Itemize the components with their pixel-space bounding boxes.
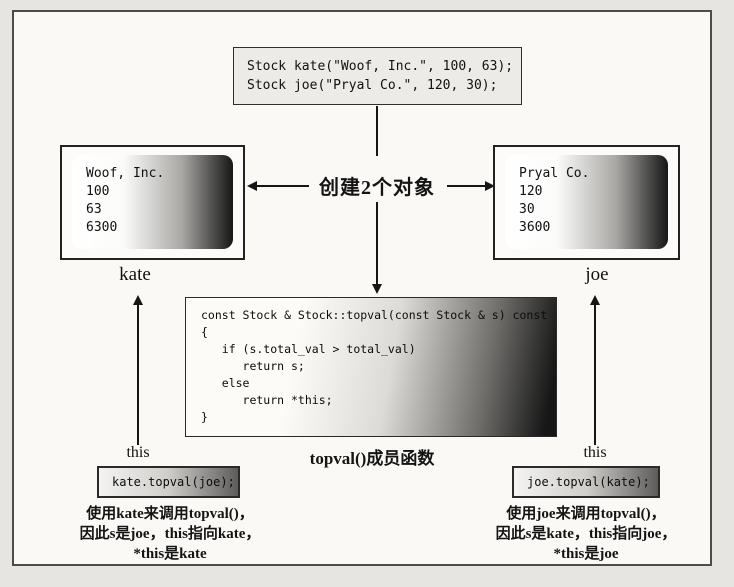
- arrow-left-icon: [257, 185, 309, 187]
- arrow-down-icon: [376, 202, 378, 285]
- topval-code-line: }: [201, 410, 208, 424]
- topval-function-box: const Stock & Stock::topval(const Stock …: [185, 297, 557, 437]
- left-note-line: 使用kate来调用topval()，: [86, 506, 254, 522]
- right-note-line: *this是joe: [553, 546, 619, 562]
- declaration-code-line: Stock joe("Pryal Co.", 120, 30);: [247, 78, 498, 93]
- connector-line: [376, 106, 378, 156]
- arrow-left-head-icon: [247, 181, 257, 191]
- topval-code-line: {: [201, 325, 208, 339]
- topval-code-line: return s;: [201, 359, 305, 373]
- topval-code-line: const Stock & Stock::topval(const Stock …: [201, 308, 548, 322]
- joe-call-code: joe.topval(kate);: [527, 475, 650, 489]
- left-note: 使用kate来调用topval()， 因此s是joe，this指向kate， *…: [40, 504, 300, 564]
- topval-code-line: return *this;: [201, 393, 333, 407]
- left-this-label: this: [126, 444, 150, 461]
- topval-code-line: if (s.total_val > total_val): [201, 342, 416, 356]
- kate-object-box: Woof, Inc. 100 63 6300: [60, 145, 245, 260]
- joe-object-card: Pryal Co. 120 30 3600: [505, 155, 668, 249]
- create-objects-label: 创建2个对象: [319, 177, 435, 199]
- arrow-up-head-icon: [133, 295, 143, 305]
- right-note-line: 使用joe来调用topval()，: [506, 506, 666, 522]
- left-note-line: 因此s是joe，this指向kate，: [79, 526, 261, 542]
- topval-code-line: else: [201, 376, 250, 390]
- joe-call-box: joe.topval(kate);: [512, 466, 660, 498]
- kate-card-line: 63: [86, 202, 102, 217]
- right-this-label: this: [583, 444, 607, 461]
- declaration-code-line: Stock kate("Woof, Inc.", 100, 63);: [247, 59, 514, 74]
- arrow-right-icon: [447, 185, 485, 187]
- kate-card-line: 6300: [86, 220, 118, 235]
- left-note-line: *this是kate: [133, 546, 207, 562]
- joe-card-line: 120: [519, 184, 543, 199]
- kate-card-line: Woof, Inc.: [86, 166, 165, 181]
- right-note-line: 因此s是kate，this指向joe，: [495, 526, 677, 542]
- joe-card-line: 3600: [519, 220, 551, 235]
- kate-call-code: kate.topval(joe);: [112, 475, 235, 489]
- kate-object-card: Woof, Inc. 100 63 6300: [72, 155, 233, 249]
- joe-object-box: Pryal Co. 120 30 3600: [493, 145, 680, 260]
- kate-card-line: 100: [86, 184, 110, 199]
- kate-call-box: kate.topval(joe);: [97, 466, 240, 498]
- joe-card-line: Pryal Co.: [519, 166, 590, 181]
- declaration-code-box: Stock kate("Woof, Inc.", 100, 63); Stock…: [233, 47, 522, 105]
- arrow-up-head-icon: [590, 295, 600, 305]
- arrow-down-head-icon: [372, 284, 382, 294]
- arrow-up-icon: [594, 304, 596, 445]
- arrow-right-head-icon: [485, 181, 495, 191]
- arrow-up-icon: [137, 304, 139, 445]
- topval-caption: topval()成员函数: [309, 449, 435, 468]
- kate-label: kate: [119, 264, 151, 285]
- joe-label: joe: [585, 264, 609, 285]
- right-note: 使用joe来调用topval()， 因此s是kate，this指向joe， *t…: [453, 504, 719, 564]
- joe-card-line: 30: [519, 202, 535, 217]
